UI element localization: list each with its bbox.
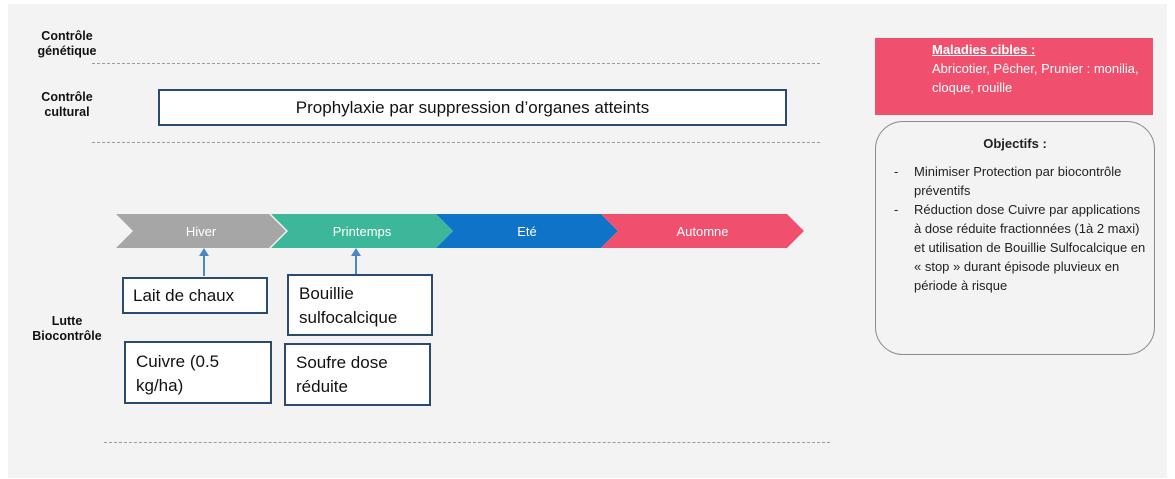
season-hiver: Hiver [116, 214, 286, 248]
objective-item: Minimiser Protection par biocontrôle pré… [894, 162, 1146, 200]
treatment-soufre: Soufre dose réduite [284, 343, 431, 406]
season-hiver-label: Hiver [185, 223, 217, 239]
season-printemps-label: Printemps [332, 223, 392, 239]
season-automne: Automne [601, 214, 804, 248]
season-ete: Eté [436, 214, 618, 248]
treatment-bouillie-sulfocalcique: Bouillie sulfocalcique [287, 274, 433, 336]
target-diseases-text: Abricotier, Pêcher, Prunier : monilia, c… [932, 61, 1139, 95]
treatment-bouillie-label: Bouillie sulfocalcique [299, 284, 398, 327]
treatment-cuivre: Cuivre (0.5 kg/ha) [124, 341, 272, 404]
treatment-lait-de-chaux: Lait de chaux [122, 277, 268, 314]
treatment-soufre-label: Soufre dose réduite [296, 353, 388, 396]
cultural-control-text: Prophylaxie par suppression d’organes at… [295, 97, 650, 117]
separator-biocontrol [104, 442, 830, 443]
separator-genetic [92, 63, 820, 64]
objectives-list: Minimiser Protection par biocontrôle pré… [894, 162, 1146, 295]
row-label-cultural: Contrôle cultural [41, 90, 93, 119]
objective-item: Réduction dose Cuivre par applications à… [894, 200, 1146, 295]
treatment-cuivre-label: Cuivre (0.5 kg/ha) [136, 352, 220, 395]
season-ete-label: Eté [517, 223, 537, 239]
season-printemps: Printemps [271, 214, 453, 248]
treatment-lait-label: Lait de chaux [133, 286, 235, 305]
cultural-control-box: Prophylaxie par suppression d’organes at… [158, 89, 787, 126]
arrow-up-icon [351, 248, 361, 275]
objectives-box: Objectifs : Minimiser Protection par bio… [875, 121, 1155, 355]
separator-cultural [92, 142, 820, 143]
target-diseases-box: Maladies cibles : Abricotier, Pêcher, Pr… [875, 38, 1153, 115]
row-label-genetic: Contrôle génétique [37, 29, 97, 58]
season-automne-label: Automne [676, 223, 729, 239]
row-label-biocontrol: Lutte Biocontrôle [32, 314, 102, 343]
objectives-title: Objectifs : [983, 136, 1047, 151]
target-diseases-title: Maladies cibles : [932, 42, 1036, 57]
arrow-up-icon [199, 248, 209, 276]
